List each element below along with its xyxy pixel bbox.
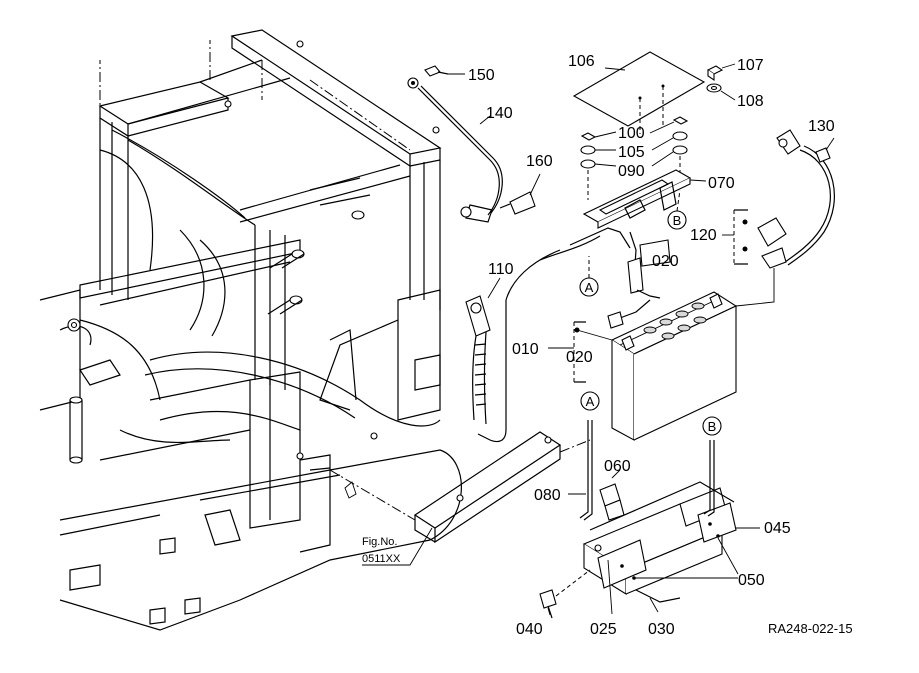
callout-a-top: A [579,256,599,297]
label-108: 108 [737,93,764,110]
label-106: 106 [568,53,595,70]
label-020-upper: 020 [652,253,679,270]
fig-ref-line1: Fig.No. [362,536,397,548]
battery-caps [643,302,707,340]
tractor-frame [39,29,462,631]
label-110: 110 [488,261,514,278]
label-120: 120 [690,227,717,244]
ground-cable-140 [407,77,503,223]
label-060: 060 [604,458,631,475]
label-010: 010 [512,341,539,358]
label-105: 105 [618,144,645,161]
part-labels: 150 140 160 106 107 108 100 105 090 070 … [468,53,853,638]
washer-108 [706,83,736,101]
label-090: 090 [618,163,645,180]
nut-107 [706,63,736,82]
label-100: 100 [618,125,645,142]
connector-160 [499,173,541,215]
rod-b [703,440,715,517]
label-045: 045 [764,520,791,537]
callout-a-lower-text: A [586,394,595,409]
callout-b-lower-text: B [708,419,717,434]
callout-a-top-text: A [585,280,594,295]
label-150: 150 [468,67,495,84]
label-025: 025 [590,621,617,638]
callout-b-top-text: B [673,213,682,228]
label-160: 160 [526,153,553,170]
label-030: 030 [648,621,675,638]
label-080: 080 [534,487,561,504]
battery-010 [548,291,738,441]
fig-ref-line2: 0511XX [362,553,401,565]
rod-080 [568,420,593,521]
label-140: 140 [486,105,513,122]
label-040: 040 [516,621,543,638]
callout-a-lower: A [580,391,600,411]
drawing-code: RA248-022-15 [768,621,853,636]
battery-support-beam [329,431,591,544]
negative-cable-130 [776,129,835,266]
hardware-stack [580,116,689,200]
label-070: 070 [708,175,735,192]
label-050: 050 [738,572,765,589]
callout-b-lower: B [702,416,722,436]
bolt-040 [539,569,591,619]
battery-clamp-070 [582,169,707,229]
terminal-cover-120 [722,209,787,307]
battery-cover-106 [572,51,706,134]
clip-060 [599,469,625,521]
label-130: 130 [808,118,835,135]
fig-ref-group: Fig.No. 0511XX [362,527,433,566]
label-107: 107 [737,57,764,74]
callout-b-top: B [667,189,687,230]
bolt-150 [424,65,465,77]
positive-cable-wiring [477,227,671,443]
cable-110 [465,277,501,425]
label-020-lower: 020 [566,349,593,366]
